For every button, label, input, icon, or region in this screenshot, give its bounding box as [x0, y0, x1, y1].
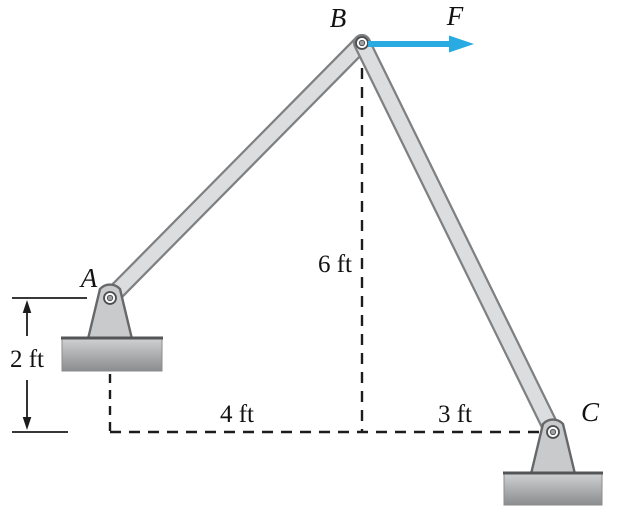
dimension-2ft-group — [12, 297, 87, 433]
pin-b-dot — [358, 39, 366, 47]
arrowhead-down — [22, 417, 32, 430]
joint-a-label: A — [79, 263, 98, 293]
dimension-6ft-label: 6 ft — [318, 251, 352, 278]
dimension-4ft-label: 4 ft — [220, 401, 254, 428]
joint-c-label: C — [581, 397, 600, 427]
pin-a-dot — [106, 294, 114, 302]
dimension-3ft-label: 3 ft — [438, 401, 472, 428]
construction-lines — [108, 68, 541, 434]
pin-a-icon — [103, 291, 117, 305]
support-a-bracket — [86, 283, 134, 341]
member-ab — [101, 34, 371, 307]
support-a-base — [61, 336, 163, 372]
support-c — [503, 418, 603, 506]
support-c-bracket — [529, 418, 577, 476]
force-label: F — [446, 1, 464, 31]
pin-c-icon — [546, 425, 560, 439]
member-bc — [353, 34, 562, 441]
support-c-base — [503, 471, 603, 506]
member-bc-body — [355, 36, 560, 439]
dimension-2ft-label: 2 ft — [10, 346, 44, 373]
joint-b-label: B — [330, 3, 347, 33]
force-arrow — [368, 35, 474, 53]
arrowhead-up — [22, 300, 32, 313]
pin-c-dot — [549, 428, 557, 436]
labels: A B C F 2 ft 4 ft 6 ft 3 ft — [10, 1, 600, 428]
force-arrowhead — [449, 35, 474, 53]
member-ab-body — [103, 36, 369, 305]
support-a — [61, 283, 163, 372]
pin-b-icon — [355, 36, 369, 50]
